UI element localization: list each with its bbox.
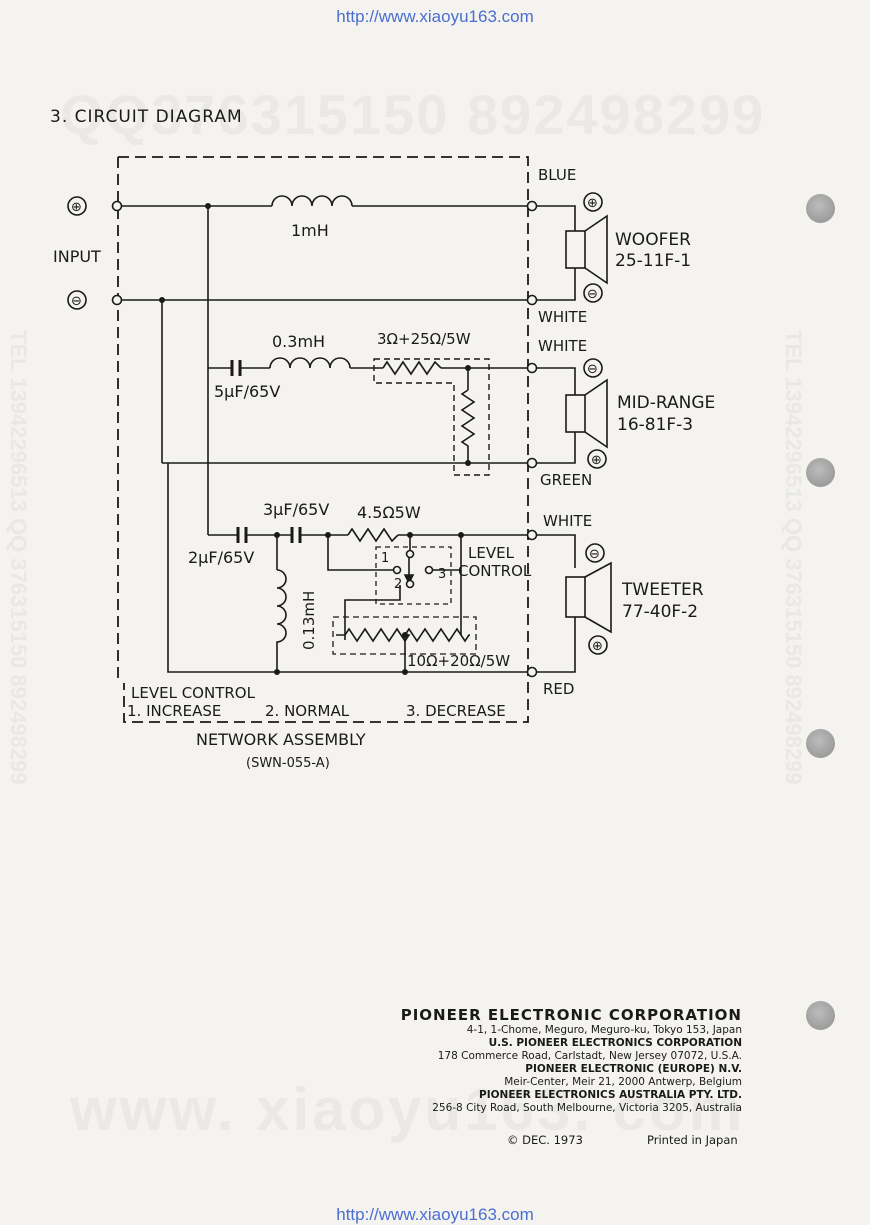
company-address: 4-1, 1-Chome, Meguro, Meguro-ku, Tokyo 1…	[466, 1024, 742, 1036]
eu-company-address: Meir-Center, Meir 21, 2000 Antwerp, Belg…	[504, 1076, 742, 1088]
junction-dot	[325, 532, 331, 538]
input-label: INPUT	[53, 247, 101, 266]
watermark-side-right: TEL 13942296513 QQ 376315150 892498299	[781, 330, 806, 785]
junction-dot	[274, 669, 280, 675]
wire-label-green: GREEN	[540, 471, 592, 489]
au-company-address: 256-8 City Road, South Melbourne, Victor…	[432, 1102, 742, 1114]
us-company-name: U.S. PIONEER ELECTRONICS CORPORATION	[488, 1037, 742, 1049]
network-boundary	[117, 156, 529, 723]
tweeter-plus: ⊕	[592, 639, 603, 654]
tweeter-name: TWEETER	[621, 580, 704, 600]
legend-increase: 1. INCREASE	[127, 702, 221, 720]
inductor-1mh	[271, 195, 353, 207]
source-url-bottom[interactable]: http://www.xiaoyu163.com	[336, 1205, 534, 1224]
midrange-model: 16-81F-3	[617, 415, 693, 435]
inductor-013mh-label: 0.13mH	[300, 591, 318, 650]
wire-label-blue: BLUE	[538, 166, 576, 184]
junction-dot	[465, 460, 471, 466]
wire-label-white-mid: WHITE	[538, 337, 587, 355]
junction-dot	[402, 669, 408, 675]
resistor-45-label: 4.5Ω5W	[357, 503, 421, 522]
binder-hole	[806, 458, 835, 487]
speaker-wiring	[536, 205, 576, 673]
mid-plus: ⊕	[591, 453, 602, 468]
woofer-speaker-icon	[565, 192, 608, 303]
switch-pos-3: 3	[438, 567, 446, 582]
binder-hole	[806, 1001, 835, 1030]
capacitor-2uf-label: 2μF/65V	[188, 548, 254, 567]
wire-label-red: RED	[543, 680, 574, 698]
junction-dot	[407, 532, 413, 538]
resistor-mid-label: 3Ω+25Ω/5W	[377, 330, 471, 348]
printed-in: Printed in Japan	[647, 1133, 738, 1147]
copyright-date: © DEC. 1973	[507, 1133, 583, 1147]
source-url-top[interactable]: http://www.xiaoyu163.com	[336, 7, 534, 26]
inductor-1mh-label: 1mH	[291, 221, 329, 240]
level-control-label: LEVEL	[468, 544, 515, 562]
woofer-name: WOOFER	[615, 230, 691, 250]
level-control-label-2: CONTROL	[458, 562, 532, 580]
junction-dot	[274, 532, 280, 538]
midrange-name: MID-RANGE	[617, 393, 715, 413]
switch-contact	[405, 579, 415, 589]
junction-dot	[402, 632, 408, 638]
binder-hole	[806, 194, 835, 223]
watermark-bottom: www. xiaoyu163. com	[70, 1076, 746, 1143]
circuit-diagram: ⊕ ⊖ INPUT 1mH 0.3mH 5μF/65V 3Ω+25Ω/5W	[53, 156, 715, 771]
assembly-code: (SWN-055-A)	[246, 756, 330, 771]
company-name: PIONEER ELECTRONIC CORPORATION	[400, 1006, 742, 1024]
capacitor-5uf-label: 5μF/65V	[214, 382, 280, 401]
switch-pos-2: 2	[394, 577, 402, 592]
legend-normal: 2. NORMAL	[265, 702, 350, 720]
switch-contact	[392, 565, 402, 575]
switch-contact	[424, 565, 434, 575]
tweeter-minus: ⊖	[589, 547, 600, 562]
mid-minus: ⊖	[587, 362, 598, 377]
capacitor-3uf-label: 3μF/65V	[263, 500, 329, 519]
legend-decrease: 3. DECREASE	[406, 702, 506, 720]
woofer-model: 25-11F-1	[615, 251, 691, 271]
binder-hole	[806, 729, 835, 758]
au-company-name: PIONEER ELECTRONICS AUSTRALIA PTY. LTD.	[479, 1089, 742, 1101]
input-minus-symbol: ⊖	[71, 294, 82, 309]
wire-label-white-tweeter: WHITE	[543, 512, 592, 530]
junction-dot	[458, 532, 464, 538]
company-block: PIONEER ELECTRONIC CORPORATION 4-1, 1-Ch…	[401, 1006, 742, 1115]
switch-contact	[405, 549, 415, 559]
woofer-branch-wires	[121, 195, 527, 301]
wire-label-white-woofer: WHITE	[538, 308, 587, 326]
midrange-speaker-icon	[565, 358, 608, 469]
us-company-address: 178 Commerce Road, Carlstadt, New Jersey…	[437, 1050, 742, 1062]
watermark-side-left: TEL 13942296513 QQ 376315150 892498299	[6, 330, 31, 785]
tweeter-model: 77-40F-2	[622, 602, 698, 622]
midrange-branch	[162, 357, 527, 476]
legend-title: LEVEL CONTROL	[131, 684, 256, 702]
junction-dot	[465, 365, 471, 371]
watermark-top: QQ376315150 892498299	[60, 83, 766, 146]
inductor-03mh-label: 0.3mH	[272, 332, 325, 351]
eu-company-name: PIONEER ELECTRONIC (EUROPE) N.V.	[525, 1063, 742, 1075]
woofer-minus: ⊖	[587, 287, 598, 302]
section-heading: 3. CIRCUIT DIAGRAM	[50, 107, 243, 127]
resistor-tweeter-label: 10Ω+20Ω/5W	[407, 652, 510, 670]
assembly-name: NETWORK ASSEMBLY	[196, 730, 366, 749]
tweeter-speaker-icon	[565, 543, 612, 655]
input-plus-symbol: ⊕	[71, 200, 82, 215]
switch-pos-1: 1	[381, 551, 389, 566]
woofer-plus: ⊕	[587, 196, 598, 211]
